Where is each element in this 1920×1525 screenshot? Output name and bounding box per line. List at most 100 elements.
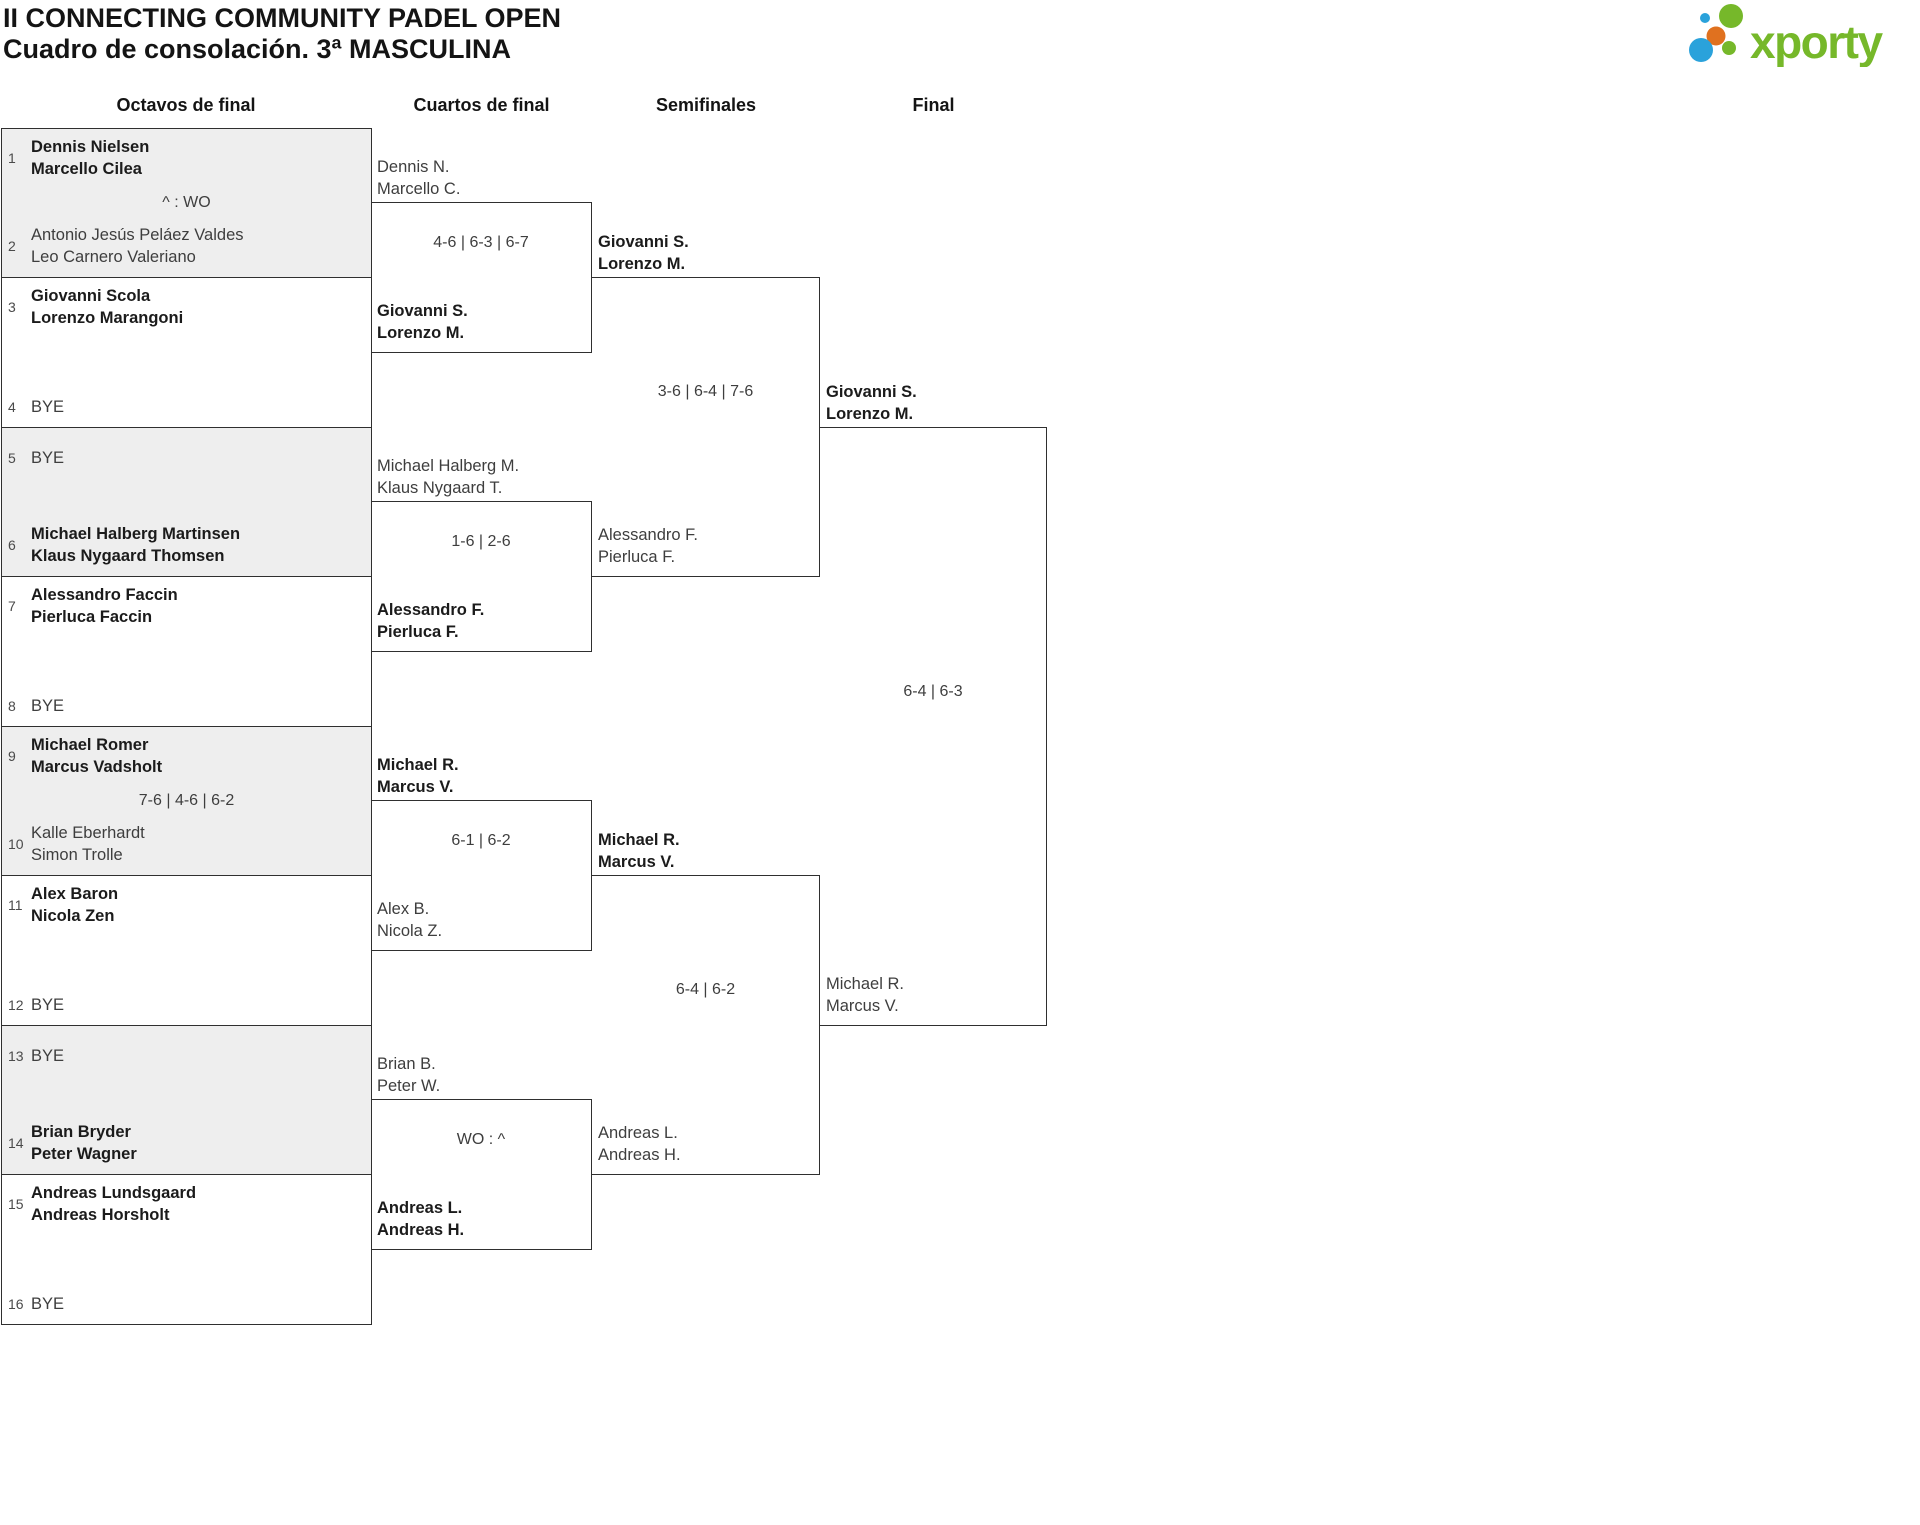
team-slot: 14 Brian Bryder Peter Wagner — [8, 1121, 367, 1165]
team-slot: 9 Michael Romer Marcus Vadsholt — [8, 734, 367, 778]
r16-match-8: 15 Andreas Lundsgaard Andreas Horsholt 1… — [1, 1174, 372, 1325]
r16-match-3: 5 BYE 6 Michael Halberg Martinsen Klaus … — [1, 427, 372, 577]
team-name: Dennis N. Marcello C. — [377, 158, 461, 198]
team-slot: 16 BYE — [8, 1293, 367, 1315]
r16-match-5: 9 Michael Romer Marcus Vadsholt 7-6 | 4-… — [1, 726, 372, 876]
seed-number: 5 — [8, 450, 16, 466]
match-score: 7-6 | 4-6 | 6-2 — [138, 792, 235, 809]
team-name: Michael R. Marcus V. — [598, 831, 680, 871]
team-slot: 1 Dennis Nielsen Marcello Cilea — [8, 136, 367, 180]
seed-number: 16 — [8, 1296, 24, 1312]
team-slot: 4 BYE — [8, 396, 367, 418]
logo-dot-small-green — [1722, 41, 1736, 55]
team-name: Michael Halberg M. Klaus Nygaard T. — [377, 457, 520, 497]
bracket-subtitle: Cuadro de consolación. 3ª MASCULINA — [3, 34, 512, 64]
bye-label: BYE — [31, 996, 65, 1014]
logo-dot-big-green — [1719, 4, 1743, 28]
qf-match-2: Michael Halberg M. Klaus Nygaard T. 1-6 … — [371, 457, 592, 652]
bye-label: BYE — [31, 1295, 65, 1313]
match-score: 3-6 | 6-4 | 7-6 — [657, 383, 754, 400]
match-score: 6-1 | 6-2 — [451, 831, 511, 849]
round-header-octavos: Octavos de final — [116, 95, 256, 115]
match-score: WO : ^ — [456, 1130, 506, 1148]
bye-label: BYE — [31, 697, 65, 715]
match-score: 4-6 | 6-3 | 6-7 — [433, 233, 529, 251]
team-name: Giovanni Scola Lorenzo Marangoni — [31, 287, 184, 327]
team-name: Alex B. Nicola Z. — [377, 900, 443, 940]
r16-match-4: 7 Alessandro Faccin Pierluca Faccin 8 BY… — [1, 576, 372, 727]
round-header-semifinales: Semifinales — [655, 95, 757, 115]
team-name: Giovanni S. Lorenzo M. — [826, 383, 917, 423]
seed-number: 6 — [8, 537, 16, 553]
team-slot: 11 Alex Baron Nicola Zen — [8, 883, 367, 927]
team-name: Antonio Jesús Peláez Valdes Leo Carnero … — [31, 226, 244, 266]
team-slot: 3 Giovanni Scola Lorenzo Marangoni — [8, 285, 367, 329]
team-name: Andreas L. Andreas H. — [377, 1199, 465, 1239]
team-name: Giovanni S. Lorenzo M. — [377, 302, 468, 342]
team-slot: 10 Kalle Eberhardt Simon Trolle — [8, 822, 367, 866]
seed-number: 10 — [8, 836, 24, 852]
seed-number: 11 — [8, 897, 23, 913]
team-name: Dennis Nielsen Marcello Cilea — [31, 138, 150, 178]
round-header-final: Final — [912, 95, 955, 115]
seed-number: 14 — [8, 1135, 24, 1151]
seed-number: 3 — [8, 299, 16, 315]
seed-number: 15 — [8, 1196, 24, 1212]
team-name: Michael Romer Marcus Vadsholt — [31, 736, 163, 776]
seed-number: 7 — [8, 598, 16, 614]
team-name: Alessandro F. Pierluca F. — [598, 526, 698, 566]
team-slot: 15 Andreas Lundsgaard Andreas Horsholt — [8, 1182, 367, 1226]
team-name: Andreas L. Andreas H. — [598, 1124, 681, 1164]
team-name: Alessandro F. Pierluca F. — [377, 601, 485, 641]
logo-dot-big-blue — [1689, 38, 1713, 62]
r16-match-7: 13 BYE 14 Brian Bryder Peter Wagner — [1, 1025, 372, 1175]
seed-number: 1 — [8, 150, 16, 166]
team-name: Kalle Eberhardt Simon Trolle — [31, 824, 145, 864]
team-slot: 8 BYE — [8, 695, 367, 717]
team-name: Giovanni S. Lorenzo M. — [598, 233, 689, 273]
seed-number: 12 — [8, 997, 24, 1013]
team-name: Brian B. Peter W. — [377, 1055, 441, 1095]
tournament-title: II CONNECTING COMMUNITY PADEL OPEN — [3, 3, 562, 33]
seed-number: 8 — [8, 698, 16, 714]
bye-label: BYE — [31, 398, 65, 416]
team-slot: 13 BYE — [8, 1045, 367, 1067]
team-name: Alex Baron Nicola Zen — [31, 885, 119, 925]
page-header: II CONNECTING COMMUNITY PADEL OPEN Cuadr… — [3, 3, 561, 65]
team-slot: 6 Michael Halberg Martinsen Klaus Nygaar… — [8, 523, 367, 567]
bye-label: BYE — [31, 449, 65, 467]
sf-match-1: Giovanni S. Lorenzo M. 3-6 | 6-4 | 7-6 A… — [592, 233, 820, 577]
seed-number: 9 — [8, 748, 16, 764]
team-name: Andreas Lundsgaard Andreas Horsholt — [31, 1184, 197, 1224]
qf-match-1: Dennis N. Marcello C. 4-6 | 6-3 | 6-7 Gi… — [371, 158, 592, 353]
team-name: Michael R. Marcus V. — [826, 975, 904, 1015]
seed-number: 2 — [8, 238, 16, 254]
team-name: Brian Bryder Peter Wagner — [31, 1123, 137, 1163]
logo-dot-small-blue — [1700, 13, 1710, 23]
team-name: Michael R. Marcus V. — [377, 756, 459, 796]
final-match: Giovanni S. Lorenzo M. 6-4 | 6-3 Michael… — [820, 383, 1047, 1026]
seed-number: 4 — [8, 399, 16, 415]
logo-dot-orange — [1706, 26, 1726, 46]
bye-label: BYE — [31, 1047, 65, 1065]
team-name: Alessandro Faccin Pierluca Faccin — [31, 586, 178, 626]
match-score: 6-4 | 6-3 — [903, 682, 963, 700]
match-score: ^ : WO — [162, 194, 211, 211]
qf-match-4: Brian B. Peter W. WO : ^ Andreas L. Andr… — [371, 1055, 592, 1250]
match-score: 6-4 | 6-2 — [675, 981, 736, 998]
team-slot: 7 Alessandro Faccin Pierluca Faccin — [8, 584, 367, 628]
team-slot: 5 BYE — [8, 447, 367, 469]
team-slot: 12 BYE — [8, 994, 367, 1016]
xporty-logo-icon: xporty — [1689, 4, 1885, 67]
qf-match-3: Michael R. Marcus V. 6-1 | 6-2 Alex B. N… — [371, 756, 592, 951]
team-name: Michael Halberg Martinsen Klaus Nygaard … — [31, 525, 241, 565]
match-score: 1-6 | 2-6 — [451, 532, 511, 550]
team-slot: 2 Antonio Jesús Peláez Valdes Leo Carner… — [8, 224, 367, 268]
sf-match-2: Michael R. Marcus V. 6-4 | 6-2 Andreas L… — [592, 831, 820, 1175]
seed-number: 13 — [8, 1048, 24, 1064]
r16-match-6: 11 Alex Baron Nicola Zen 12 BYE — [1, 875, 372, 1026]
logo-wordmark: xporty — [1750, 16, 1884, 67]
r16-match-2: 3 Giovanni Scola Lorenzo Marangoni 4 BYE — [1, 277, 372, 428]
round-header-cuartos: Cuartos de final — [413, 95, 550, 115]
